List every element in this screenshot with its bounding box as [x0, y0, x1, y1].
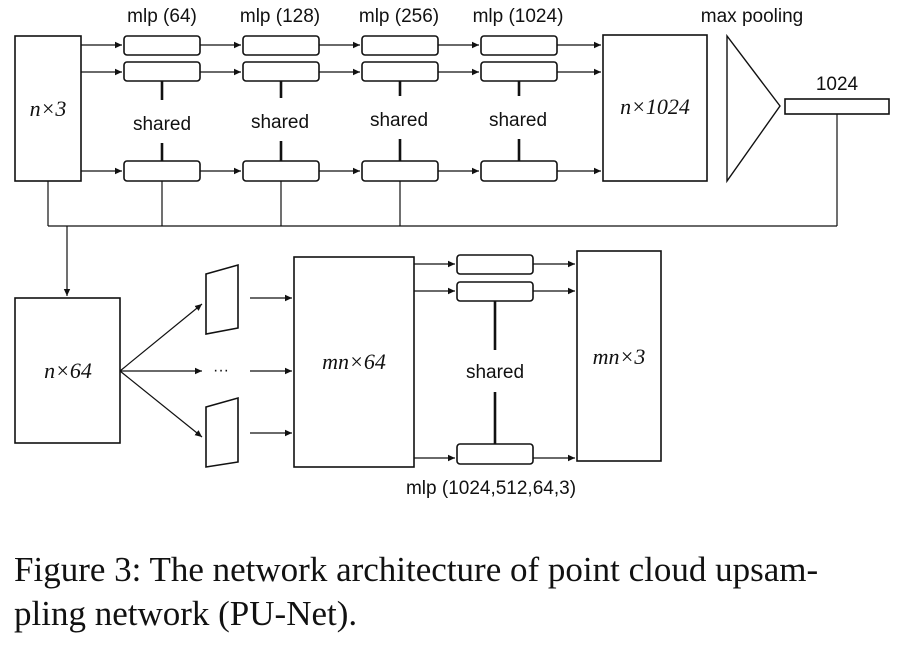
- mlp-64-label: mlp (64): [127, 6, 197, 27]
- point-features-label: n×1024: [620, 94, 690, 119]
- mlp-1024-unit-top: [480, 35, 558, 56]
- max-pooling-triangle: [726, 33, 781, 184]
- mlp-64-unit-top: [123, 35, 201, 56]
- input-points-box: [14, 35, 82, 182]
- mlp-1024-unit-bottom: [480, 160, 558, 182]
- mlp-64-unit-bottom: [123, 160, 201, 182]
- shared-label-64: shared: [133, 114, 191, 135]
- mlp-1024-unit-second: [480, 61, 558, 82]
- expansion-conv-bottom: [205, 396, 239, 468]
- input-points-label: n×3: [30, 96, 67, 121]
- figure-caption: Figure 3: The network architecture of po…: [14, 548, 894, 636]
- shared-label-128: shared: [251, 112, 309, 133]
- mlp-tail-label: mlp (1024,512,64,3): [406, 478, 576, 499]
- ellipsis-label: ···: [213, 362, 229, 379]
- feature-expansion-branches: [119, 303, 203, 438]
- expanded-features-label: mn×64: [322, 349, 386, 374]
- mlp-256-label: mlp (256): [359, 6, 439, 27]
- skip-connections: [47, 114, 838, 296]
- mlp-64-unit-second: [123, 61, 201, 82]
- global-feature-bar: [784, 98, 890, 115]
- mlp-128-unit-bottom: [242, 160, 320, 182]
- shared-label-256: shared: [370, 110, 428, 131]
- mlp-256-unit-second: [361, 61, 439, 82]
- expanded-features-box: [293, 256, 415, 468]
- mlp-128-label: mlp (128): [240, 6, 320, 27]
- caption-line-1: Figure 3: The network architecture of po…: [14, 550, 819, 589]
- mlp-256-unit-top: [361, 35, 439, 56]
- point-features-box: [602, 34, 708, 182]
- mlp-tail-unit-bottom: [456, 443, 534, 465]
- shared-label-1024: shared: [489, 110, 547, 131]
- mlp-128-unit-second: [242, 61, 320, 82]
- output-points-box: [576, 250, 662, 462]
- mlp-1024-column: shared: [480, 35, 558, 182]
- mlp-64-column: shared: [123, 35, 201, 182]
- mlp-256-unit-bottom: [361, 160, 439, 182]
- bottom-row-arrows: [414, 260, 575, 462]
- top-row-arrows: [81, 41, 601, 175]
- mlp-128-unit-top: [242, 35, 320, 56]
- mlp-128-column: shared: [242, 35, 320, 182]
- global-feature-label: 1024: [816, 74, 859, 95]
- max-pooling-label: max pooling: [701, 6, 803, 27]
- mlp-1024-label: mlp (1024): [473, 6, 564, 27]
- mlp-tail-unit-second: [456, 281, 534, 302]
- expansion-conv-top: [205, 263, 239, 335]
- mlp-256-column: shared: [361, 35, 439, 182]
- mlp-tail-column: shared: [456, 254, 534, 465]
- concat-features-box: [14, 297, 121, 444]
- concat-features-label: n×64: [44, 358, 92, 383]
- mlp-tail-unit-top: [456, 254, 534, 275]
- caption-line-2: pling network (PU-Net).: [14, 594, 358, 633]
- output-points-label: mn×3: [593, 344, 646, 369]
- shared-label-tail: shared: [466, 362, 524, 383]
